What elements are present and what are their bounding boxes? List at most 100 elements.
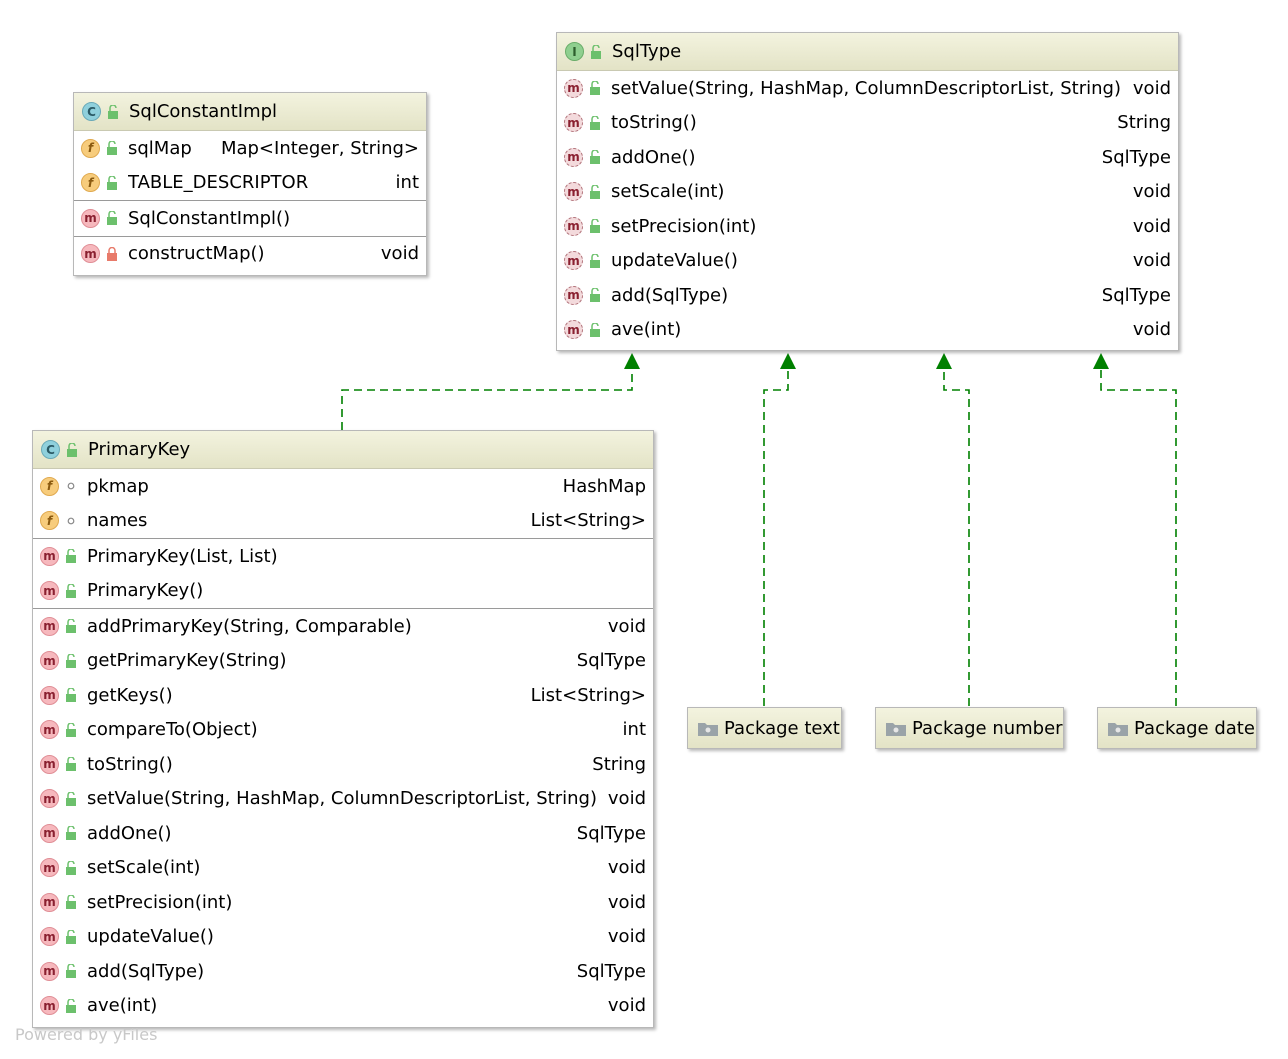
- arrowhead-package-number: [936, 353, 952, 369]
- method-type: List<String>: [530, 684, 646, 706]
- method-type: SqlType: [1101, 146, 1171, 168]
- class-sqlconstantimpl[interactable]: C SqlConstantImpl f sqlMap Map<Integer, …: [73, 92, 427, 276]
- constructor-row[interactable]: m PrimaryKey(): [33, 574, 653, 609]
- method-name: setValue(String, HashMap, ColumnDescript…: [611, 77, 1121, 99]
- constructor-name: PrimaryKey(): [87, 580, 204, 602]
- method-row[interactable]: m ave(int) void: [33, 989, 653, 1024]
- constructor-name: PrimaryKey(List, List): [87, 545, 278, 567]
- field-type: List<String>: [530, 510, 646, 532]
- method-name: compareTo(Object): [87, 719, 258, 741]
- public-lock-icon: [65, 791, 77, 806]
- package-text[interactable]: Package text: [687, 707, 842, 749]
- methods-section: m constructMap() void: [74, 237, 426, 272]
- class-icon: C: [41, 440, 60, 459]
- method-type: void: [607, 615, 646, 637]
- package-number[interactable]: Package number: [875, 707, 1064, 749]
- method-name: addOne(): [87, 822, 172, 844]
- method-type: void: [607, 857, 646, 879]
- method-icon: m: [40, 789, 59, 809]
- public-lock-icon: [589, 219, 601, 234]
- class-name: PrimaryKey: [88, 439, 191, 460]
- method-icon: m: [40, 927, 59, 947]
- method-name: ave(int): [87, 995, 158, 1017]
- method-icon: m: [564, 320, 583, 340]
- edge-primarykey-to-sqltype: [341, 368, 633, 430]
- method-icon: m: [564, 216, 583, 236]
- constructor-row[interactable]: m SqlConstantImpl(): [74, 201, 426, 236]
- field-icon: f: [40, 476, 59, 496]
- field-row[interactable]: f TABLE_DESCRIPTOR int: [74, 166, 426, 201]
- method-icon: m: [40, 651, 59, 671]
- package-label: Package number: [912, 717, 1063, 739]
- method-row[interactable]: m setValue(String, HashMap, ColumnDescrip…: [557, 71, 1178, 106]
- public-lock-icon: [66, 442, 78, 457]
- field-name: sqlMap: [128, 137, 192, 159]
- method-icon: m: [40, 581, 59, 601]
- method-icon: m: [40, 892, 59, 912]
- class-name: SqlType: [612, 41, 682, 62]
- method-row[interactable]: m addOne() SqlType: [557, 140, 1178, 175]
- public-lock-icon: [589, 253, 601, 268]
- method-type: SqlType: [576, 822, 646, 844]
- field-row[interactable]: f sqlMap Map<Integer, String>: [74, 131, 426, 166]
- public-lock-icon: [589, 150, 601, 165]
- method-name: ave(int): [611, 319, 682, 341]
- method-type: String: [1117, 112, 1171, 134]
- method-icon: m: [564, 78, 583, 98]
- package-date[interactable]: Package date: [1097, 707, 1257, 749]
- field-row[interactable]: f pkmap HashMap: [33, 469, 653, 504]
- field-type: HashMap: [562, 475, 646, 497]
- field-name: pkmap: [87, 475, 149, 497]
- method-row[interactable]: m toString() String: [557, 106, 1178, 141]
- method-type: void: [380, 243, 419, 265]
- method-type: void: [607, 995, 646, 1017]
- method-name: addOne(): [611, 146, 696, 168]
- public-lock-icon: [65, 722, 77, 737]
- field-name: TABLE_DESCRIPTOR: [128, 172, 309, 194]
- method-name: toString(): [611, 112, 697, 134]
- public-lock-icon: [65, 895, 77, 910]
- method-icon: m: [564, 113, 583, 133]
- method-icon: m: [564, 147, 583, 167]
- public-lock-icon: [589, 322, 601, 337]
- method-name: add(SqlType): [87, 960, 205, 982]
- public-lock-icon: [65, 619, 77, 634]
- method-icon: m: [40, 616, 59, 636]
- method-icon: m: [40, 996, 59, 1016]
- method-icon: m: [564, 285, 583, 305]
- method-icon: m: [40, 858, 59, 878]
- method-icon: m: [564, 251, 583, 271]
- public-lock-icon: [65, 583, 77, 598]
- method-name: getKeys(): [87, 684, 173, 706]
- fields-section: f sqlMap Map<Integer, String> f TABLE_DE…: [74, 131, 426, 201]
- method-row[interactable]: m constructMap() void: [74, 237, 426, 272]
- class-header: C SqlConstantImpl: [74, 93, 426, 131]
- arrowhead-primarykey: [624, 353, 640, 369]
- folder-icon: [1108, 722, 1128, 736]
- public-lock-icon: [65, 653, 77, 668]
- public-lock-icon: [65, 964, 77, 979]
- methods-section: m setValue(String, HashMap, ColumnDescrip…: [557, 71, 1178, 347]
